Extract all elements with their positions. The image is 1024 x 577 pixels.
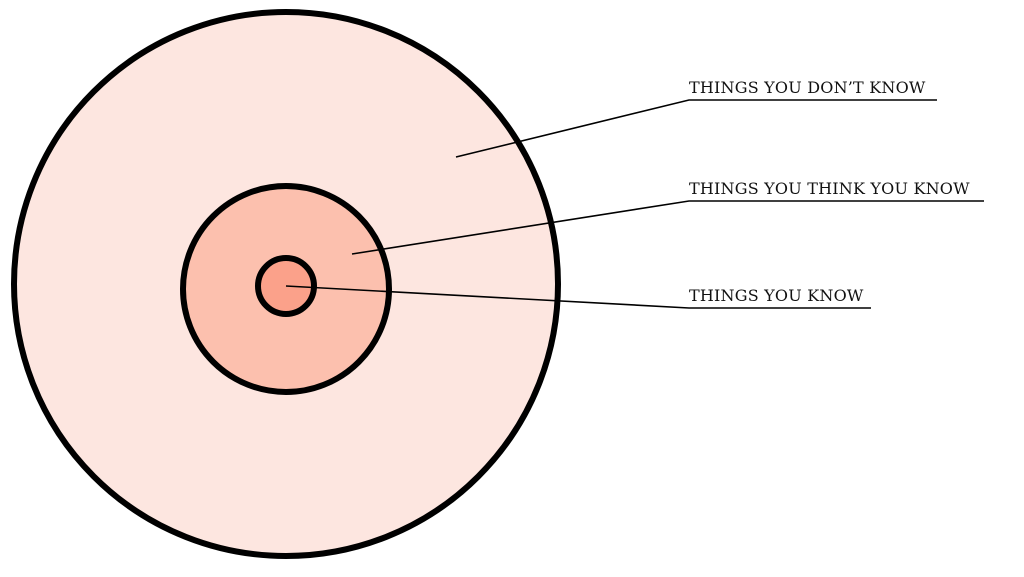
leader-line-outer [455, 99, 937, 158]
label-things-you-think-you-know: THINGS YOU THINK YOU KNOW [689, 179, 970, 198]
leader-line-inner [285, 285, 871, 309]
leader-line-middle [351, 200, 984, 255]
label-things-you-dont-know: THINGS YOU DON’T KNOW [689, 78, 926, 97]
label-things-you-know: THINGS YOU KNOW [689, 286, 864, 305]
